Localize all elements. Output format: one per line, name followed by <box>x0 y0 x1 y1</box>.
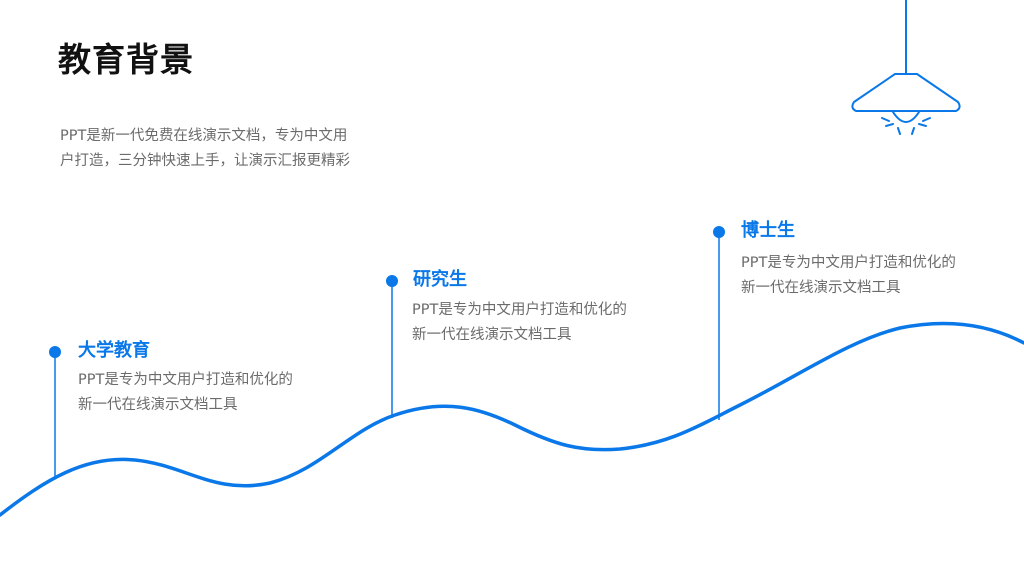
intro-text: PPT是新一代免费在线演示文档，专为中文用 户打造，三分钟快速上手，让演示汇报更… <box>60 124 400 174</box>
stage-desc-line: 新一代在线演示文档工具 <box>78 397 238 413</box>
stage-dot <box>386 275 398 287</box>
stage-desc-master: PPT是专为中文用户打造和优化的 新一代在线演示文档工具 <box>412 298 627 348</box>
stage-desc-line: PPT是专为中文用户打造和优化的 <box>412 302 627 318</box>
intro-line: 户打造，三分钟快速上手，让演示汇报更精彩 <box>60 153 350 169</box>
stage-dot <box>49 346 61 358</box>
stage-title-master: 研究生 <box>413 269 467 290</box>
stage-title-university: 大学教育 <box>78 340 150 361</box>
timeline-wave <box>0 321 1024 517</box>
stage-desc-doctorate: PPT是专为中文用户打造和优化的 新一代在线演示文档工具 <box>741 251 956 301</box>
hanging-lamp-icon <box>851 0 961 135</box>
stage-desc-line: 新一代在线演示文档工具 <box>741 280 901 296</box>
stage-title-doctorate: 博士生 <box>741 220 795 241</box>
intro-line: PPT是新一代免费在线演示文档，专为中文用 <box>60 128 348 144</box>
stage-desc-line: PPT是专为中文用户打造和优化的 <box>78 372 293 388</box>
stage-desc-university: PPT是专为中文用户打造和优化的 新一代在线演示文档工具 <box>78 368 293 418</box>
stage-desc-line: PPT是专为中文用户打造和优化的 <box>741 255 956 271</box>
stage-desc-line: 新一代在线演示文档工具 <box>412 327 572 343</box>
stage-dot <box>713 226 725 238</box>
page-title: 教育背景 <box>58 40 194 79</box>
